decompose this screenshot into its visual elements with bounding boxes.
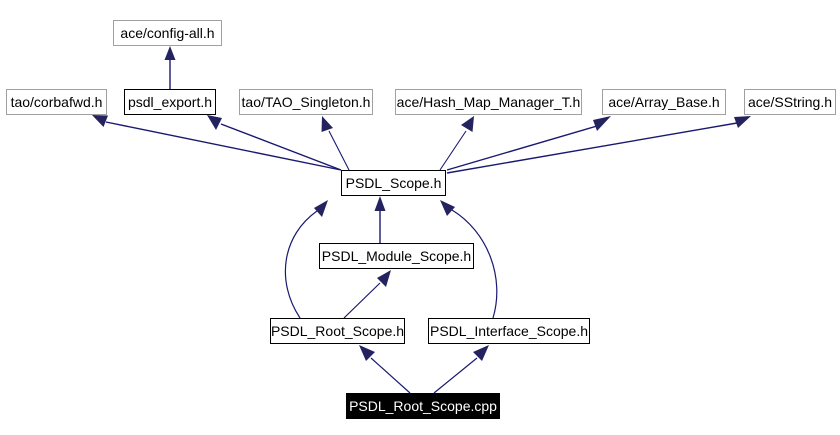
node-label: PSDL_Module_Scope.h (321, 248, 472, 264)
node-label: tao/corbafwd.h (10, 94, 103, 110)
node-tao-singleton[interactable]: tao/TAO_Singleton.h (239, 89, 373, 115)
node-psdl-root-scope-cpp[interactable]: PSDL_Root_Scope.cpp (346, 393, 500, 419)
node-psdl-interface-scope[interactable]: PSDL_Interface_Scope.h (428, 318, 590, 344)
node-psdl-scope[interactable]: PSDL_Scope.h (341, 170, 446, 196)
node-ace-config-all[interactable]: ace/config-all.h (113, 20, 222, 46)
edge-psdl_scope-to-sstring (446, 116, 751, 174)
node-tao-corbafwd[interactable]: tao/corbafwd.h (6, 89, 107, 115)
node-label: PSDL_Interface_Scope.h (430, 323, 588, 339)
edge-root_scope_h-to-psdl_scope (284, 200, 328, 319)
node-ace-hash-map-manager[interactable]: ace/Hash_Map_Manager_T.h (395, 89, 582, 115)
edge-interface_scope-to-psdl_scope (440, 200, 498, 319)
edge-psdl_scope-to-hash_map (439, 116, 474, 171)
node-label: ace/config-all.h (120, 25, 215, 41)
edge-psdl_scope-to-psdl_export (207, 115, 342, 171)
node-label: ace/Array_Base.h (608, 94, 720, 110)
edge-root_scope_cpp-to-interface_scope (433, 345, 489, 394)
edge-root_scope_h-to-module_scope (343, 270, 391, 319)
node-ace-array-base[interactable]: ace/Array_Base.h (602, 89, 726, 115)
edge-psdl_export-to-config_all (164, 46, 176, 89)
node-label: PSDL_Root_Scope.cpp (349, 398, 497, 414)
edge-psdl_scope-to-tao_singleton (321, 116, 350, 171)
node-label: ace/SString.h (747, 94, 833, 110)
edge-module_scope-to-psdl_scope (374, 196, 386, 243)
node-psdl-export[interactable]: psdl_export.h (124, 89, 216, 115)
node-ace-sstring[interactable]: ace/SString.h (744, 89, 836, 115)
edge-psdl_scope-to-array_base (446, 116, 611, 171)
node-label: PSDL_Root_Scope.h (270, 323, 405, 339)
node-label: tao/TAO_Singleton.h (241, 94, 371, 110)
node-label: psdl_export.h (127, 94, 213, 110)
edge-psdl_scope-to-corbafwd (92, 115, 342, 171)
node-psdl-root-scope-h[interactable]: PSDL_Root_Scope.h (270, 318, 405, 344)
node-label: ace/Hash_Map_Manager_T.h (396, 94, 581, 110)
node-psdl-module-scope[interactable]: PSDL_Module_Scope.h (319, 243, 474, 269)
node-label: PSDL_Scope.h (345, 175, 442, 191)
edge-root_scope_cpp-to-root_scope_h (359, 345, 411, 394)
